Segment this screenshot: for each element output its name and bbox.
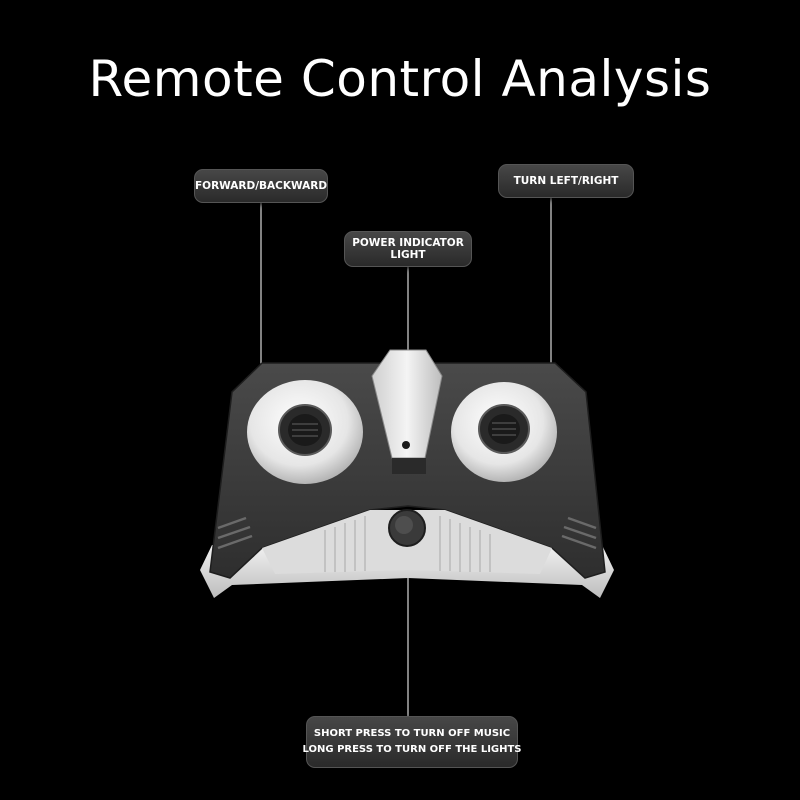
pillar-base — [392, 458, 426, 474]
right-joystick[interactable] — [451, 382, 557, 482]
label-button-function-line-2: LONG PRESS TO TURN OFF THE LIGHTS — [302, 744, 522, 755]
label-forward-backward: FORWARD/BACKWARD — [194, 169, 328, 203]
remote-control — [200, 349, 614, 598]
left-joystick[interactable] — [247, 380, 363, 484]
label-turn-left-right: TURN LEFT/RIGHT — [498, 164, 634, 198]
label-button-function-line-1: SHORT PRESS TO TURN OFF MUSIC — [313, 728, 511, 739]
label-power-indicator-line-1: POWER INDICATOR — [352, 237, 464, 249]
diagram-title: Remote Control Analysis — [88, 50, 712, 108]
center-function-button[interactable] — [388, 509, 426, 547]
right-side-vents — [561, 516, 597, 550]
label-button-function: SHORT PRESS TO TURN OFF MUSIC LONG PRESS… — [303, 716, 522, 768]
label-power-indicator: POWER INDICATOR LIGHT — [344, 231, 472, 267]
label-power-indicator-line-2: LIGHT — [390, 249, 426, 261]
grille-ribs — [324, 516, 491, 572]
left-side-vents — [217, 516, 253, 550]
label-turn-left-right-text: TURN LEFT/RIGHT — [513, 175, 619, 187]
label-forward-backward-text: FORWARD/BACKWARD — [194, 180, 328, 192]
power-indicator-light — [402, 441, 410, 449]
